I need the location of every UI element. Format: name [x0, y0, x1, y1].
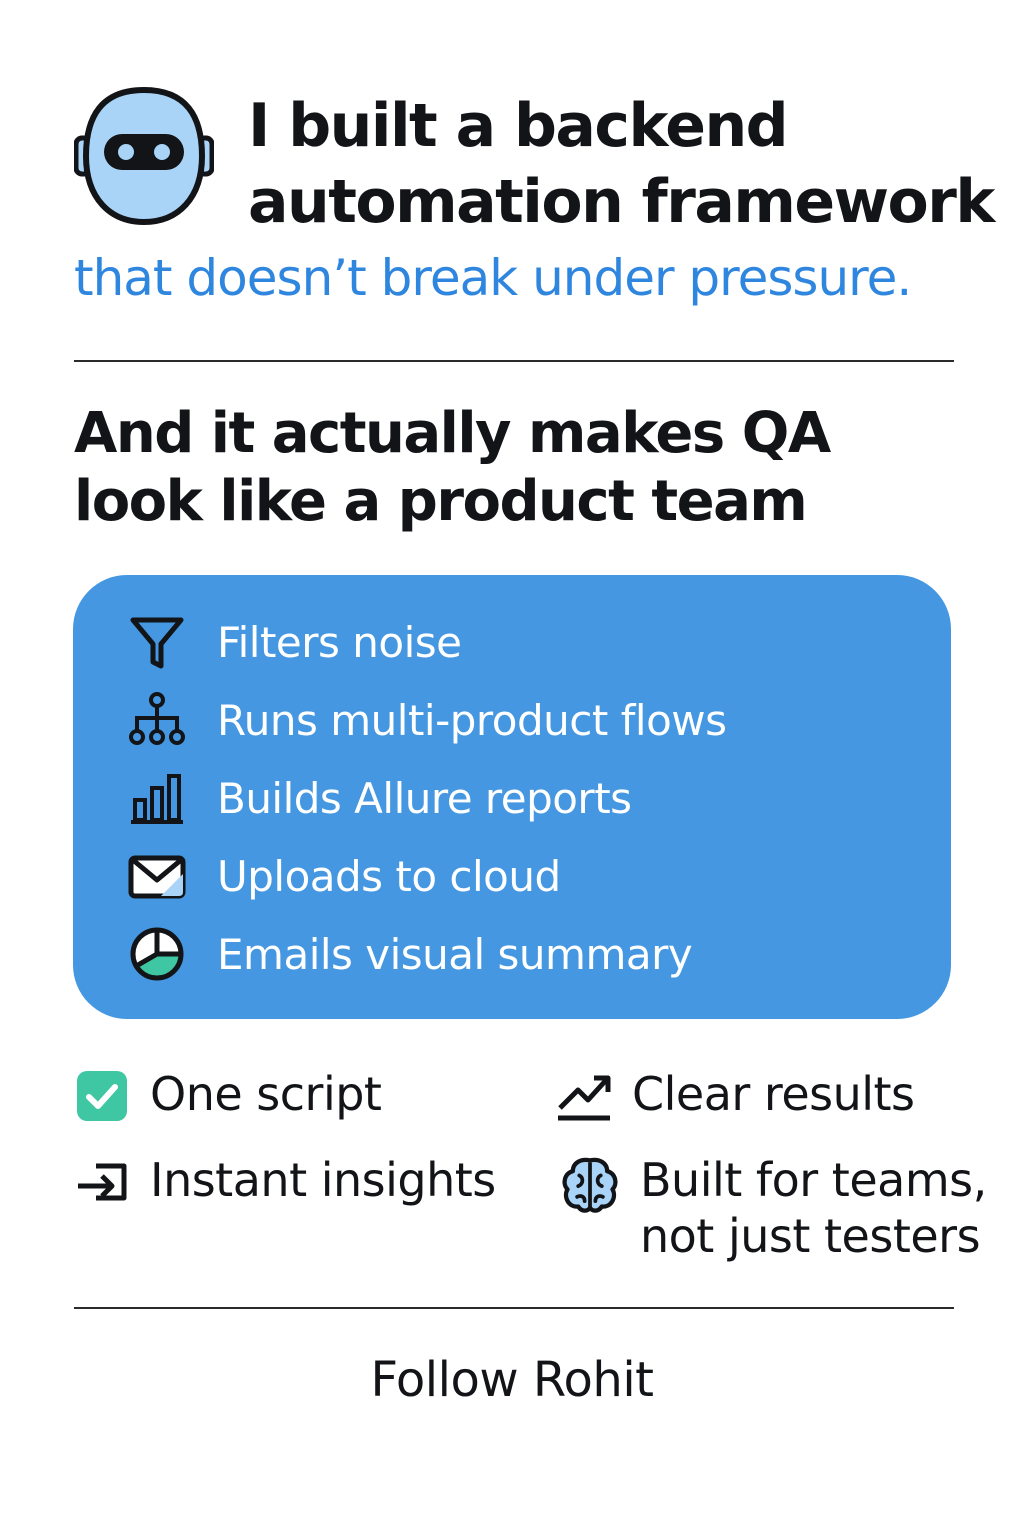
feature-label: Emails visual summary: [217, 929, 693, 979]
benefit-clear-results: Clear results: [556, 1066, 915, 1124]
feature-allure-reports: Builds Allure reports: [127, 759, 632, 837]
checkbox-icon: [77, 1071, 127, 1121]
benefit-label-line-1: Built for teams,: [640, 1153, 987, 1207]
benefit-one-script: One script: [74, 1066, 382, 1124]
headline-line-2: automation framework: [248, 167, 995, 237]
benefit-label: One script: [150, 1067, 382, 1121]
feature-multi-product-flows: Runs multi-product flows: [127, 681, 727, 759]
subheadline: And it actually makes QA look like a pro…: [74, 400, 831, 536]
brain-icon: [562, 1157, 618, 1213]
benefit-label-line-2: not just testers: [640, 1209, 981, 1263]
feature-label: Runs multi-product flows: [217, 695, 727, 745]
feature-label: Uploads to cloud: [217, 851, 561, 901]
feature-label: Filters noise: [217, 617, 462, 667]
robot-icon: [74, 86, 214, 226]
benefit-label: Instant insights: [150, 1153, 496, 1207]
export-icon: [78, 1163, 127, 1201]
hierarchy-icon: [129, 692, 185, 745]
divider-top: [74, 360, 954, 362]
envelope-icon: [128, 855, 186, 899]
trend-up-icon: [558, 1075, 611, 1121]
subheadline-line-2: look like a product team: [74, 469, 808, 534]
tagline: that doesn’t break under pressure.: [74, 249, 912, 307]
feature-uploads-to-cloud: Uploads to cloud: [127, 837, 561, 915]
benefit-label: Clear results: [632, 1067, 915, 1121]
headline: I built a backend automation framework: [248, 88, 995, 240]
funnel-icon: [130, 617, 184, 669]
subheadline-line-1: And it actually makes QA: [74, 401, 831, 466]
feature-filters-noise: Filters noise: [127, 603, 462, 681]
feature-label: Builds Allure reports: [217, 773, 632, 823]
divider-bottom: [74, 1307, 954, 1309]
benefit-instant-insights: Instant insights: [74, 1152, 496, 1210]
feature-visual-summary: Emails visual summary: [127, 915, 693, 993]
headline-line-1: I built a backend: [248, 91, 789, 161]
bar-chart-icon: [131, 774, 183, 824]
features-panel: Filters noise Runs multi-product flows B…: [73, 575, 951, 1019]
follow-cta[interactable]: Follow Rohit: [370, 1352, 654, 1408]
pie-chart-icon: [130, 927, 184, 981]
benefit-built-for-teams: Built for teams, not just testers: [560, 1152, 987, 1264]
